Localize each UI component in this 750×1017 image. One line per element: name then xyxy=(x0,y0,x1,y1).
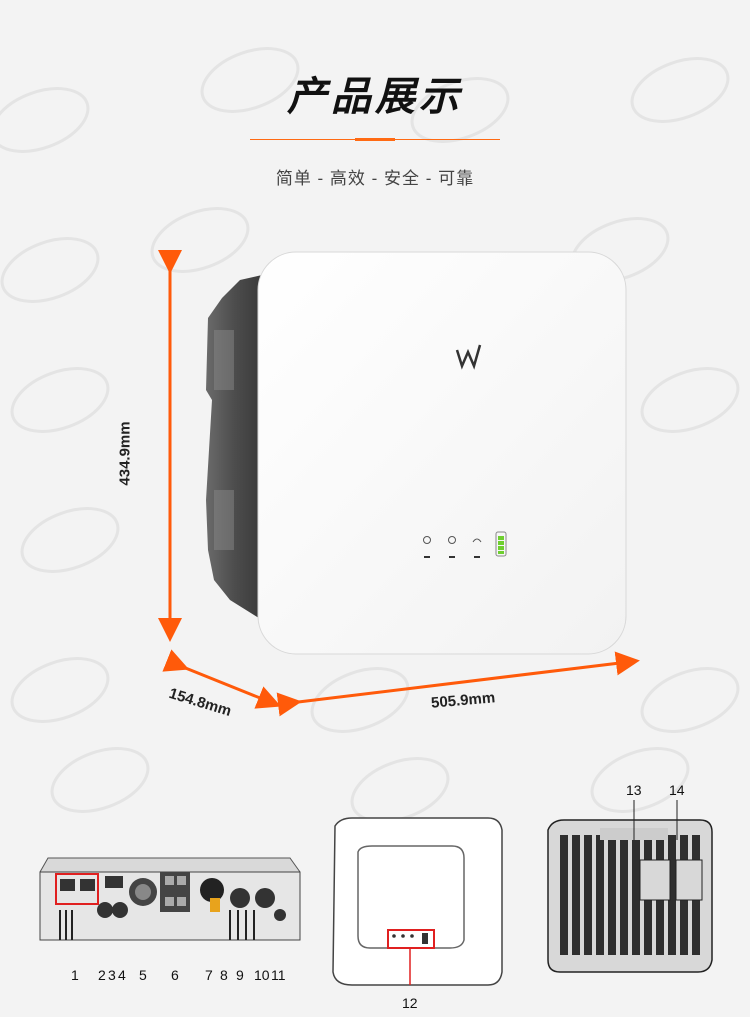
bottom-view-illustration xyxy=(39,857,301,941)
callout-7: 7 xyxy=(205,967,213,983)
title-divider-accent xyxy=(355,138,395,141)
rear-view-illustration xyxy=(547,800,713,973)
front-panel-illustration xyxy=(332,817,503,986)
backup-icon xyxy=(448,536,456,558)
wifi-icon xyxy=(472,538,482,558)
port-group-1 xyxy=(55,873,99,905)
callout-2: 2 xyxy=(98,967,106,983)
callout-4: 4 xyxy=(118,967,126,983)
battery-icon xyxy=(495,531,507,557)
power-icon xyxy=(423,536,431,558)
brand-logo xyxy=(455,344,482,370)
callout-3: 3 xyxy=(108,967,116,983)
width-arrow xyxy=(276,651,640,717)
callout-8: 8 xyxy=(220,967,228,983)
callout-9: 9 xyxy=(236,967,244,983)
callout-11: 11 xyxy=(271,967,286,983)
depth-arrow xyxy=(162,649,282,709)
page-subtitle: 简单 - 高效 - 安全 - 可靠 xyxy=(275,169,475,188)
callout-14: 14 xyxy=(669,782,685,798)
callout-5: 5 xyxy=(139,967,147,983)
callout-6: 6 xyxy=(171,967,179,983)
callout-10: 10 xyxy=(254,967,270,983)
callout-12: 12 xyxy=(402,995,418,1011)
page-title: 产品展示 xyxy=(287,75,463,119)
callout-13: 13 xyxy=(626,782,642,798)
callout-1: 1 xyxy=(71,967,79,983)
